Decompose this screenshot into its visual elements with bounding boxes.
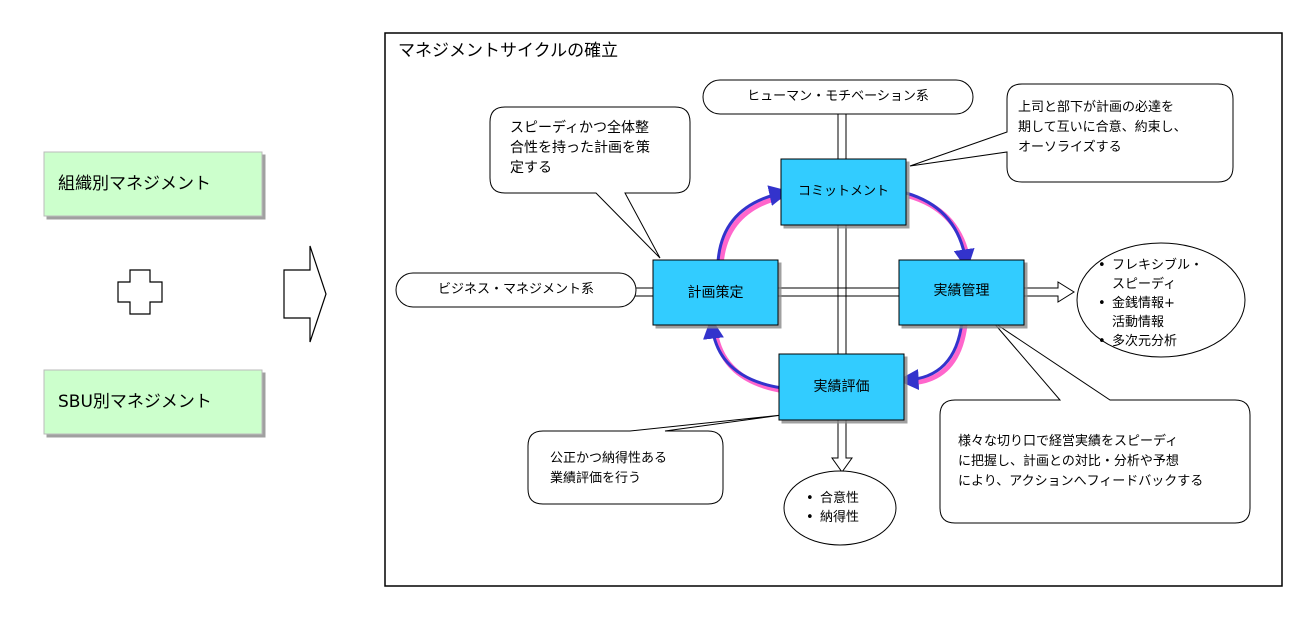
frame-title: マネジメントサイクルの確立	[398, 41, 619, 61]
output-list-right: フレキシブル・ スピーディ 金銭情報+ 活動情報 多次元分析	[1098, 256, 1238, 351]
cycle-label-evaluate: 実績評価	[813, 379, 870, 395]
axis-pill-top	[702, 79, 974, 115]
output-item-info: 金銭情報+ 活動情報	[1098, 294, 1238, 332]
output-item-multidim: 多次元分析	[1098, 332, 1238, 351]
callout-plan	[489, 106, 691, 259]
left-box-top-label: 組織別マネジメント	[58, 174, 211, 194]
cycle-label-commit: コミットメント	[797, 184, 889, 199]
axis-pill-left	[395, 272, 637, 308]
axis-label-left: ビジネス・マネジメント系	[437, 282, 594, 297]
axis-label-top: ヒューマン・モチベーション系	[747, 89, 929, 104]
callout-manage	[939, 321, 1251, 524]
callout-manage-text: 様々な切り口で経営実績をスピーディ に把握し、計画との対比・分析や予想 により、…	[958, 434, 1204, 489]
callout-evaluate-text: 公正かつ納得性ある 業績評価を行う	[550, 451, 668, 486]
right-arrow-icon	[1025, 281, 1075, 303]
output-item-flexible: フレキシブル・ スピーディ	[1098, 256, 1238, 294]
cycle-box-commit	[780, 158, 907, 226]
callout-plan-text: スピーディかつ全体整 合性を持った計画を策 定する	[510, 120, 650, 176]
output-item-convincing: 納得性	[806, 508, 896, 527]
left-box-bottom-label: SBU別マネジメント	[58, 392, 212, 412]
cycle-label-plan: 計画策定	[687, 285, 744, 301]
plus-icon	[117, 269, 163, 315]
block-arrow-right-icon	[283, 245, 327, 343]
callout-commit-text: 上司と部下が計画の必達を 期して互いに合意、約束し、 オーソライズする	[1018, 100, 1187, 155]
cycle-arrows	[703, 185, 975, 394]
left-box-top	[43, 151, 263, 217]
output-item-consensus: 合意性	[806, 489, 896, 508]
cycle-box-manage	[898, 259, 1025, 326]
callout-evaluate	[527, 414, 783, 505]
left-box-bottom	[43, 369, 263, 435]
cycle-label-manage: 実績管理	[933, 283, 990, 299]
callout-commit	[909, 83, 1234, 183]
output-list-bottom: 合意性 納得性	[806, 489, 896, 527]
cycle-box-evaluate	[778, 353, 905, 421]
cycle-box-plan	[652, 259, 779, 326]
